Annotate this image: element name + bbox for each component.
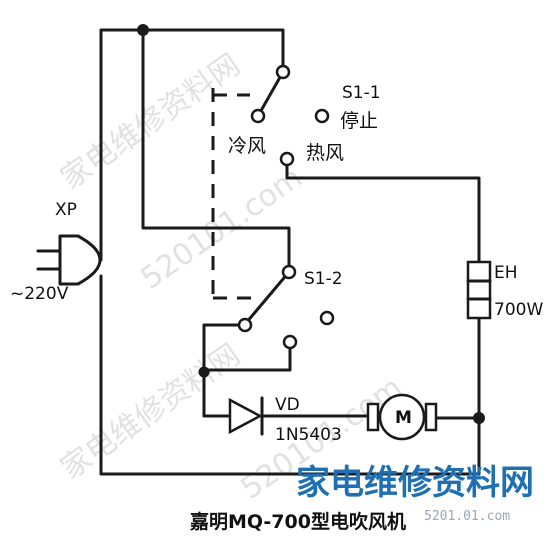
plug-body [58,234,102,286]
wires [99,28,481,476]
watermark-text-3: 家电维修资料网 [55,337,247,486]
diode-label: VD [275,395,300,415]
wire-top [99,28,285,262]
switch-s1-1-blade [256,70,285,118]
heater-body [466,260,492,320]
s1-1-stop-label: 停止 [340,110,378,132]
motor-brush-left [366,402,380,432]
diode-vd: VD 1N5403 [228,395,342,445]
diode-triangle [228,397,263,435]
plug-label: XP [55,200,77,220]
wire-diode [202,370,230,418]
s1-1-label: S1-1 [342,83,381,103]
watermark-text-1: 家电维修资料网 [55,47,247,196]
wire-s2-left [202,323,245,374]
s1-1-hot-label: 热风 [306,142,344,164]
s1-2-mid-terminal [319,310,335,326]
s1-2-lower-terminal [237,317,253,333]
s1-1-stop-terminal [314,108,330,124]
junction-right [473,412,485,424]
wire-hot [285,158,481,264]
watermark-url: 5201.01.com [424,509,510,524]
watermark-logo: 家电维修资料网 5201.01.com [296,463,534,524]
s1-1-common-terminal [275,64,291,80]
junction-top [137,24,149,36]
heater-label: EH [494,263,518,283]
wire-s2-right [202,341,292,372]
heater-power: 700W [494,300,543,320]
plug-xp: XP ~220V [10,200,102,304]
motor: M [366,393,438,441]
wire-bottom [99,274,481,476]
diode-part: 1N5403 [275,425,342,445]
s1-2-right-terminal [282,334,298,350]
motor-symbol: M [395,408,412,428]
s1-1-hot-terminal [279,151,295,167]
s1-2-label: S1-2 [304,269,343,289]
s1-1-cold-label: 冷风 [228,135,266,157]
wire-branch [141,28,291,270]
plug-voltage: ~220V [10,284,69,304]
switch-s1-1: S1-1 停止 冷风 热风 [228,64,381,167]
junction-left [198,366,210,378]
motor-circle [378,393,426,441]
switch-s1-2-blade [244,270,291,325]
s1-1-cold-terminal [250,108,266,124]
s1-2-common-terminal [281,264,297,280]
diagram-caption: 嘉明MQ-700型电吹风机 [189,510,406,533]
watermark-logo-text: 家电维修资料网 [296,463,534,503]
heater-eh: EH 700W [466,260,543,320]
motor-brush-right [424,402,438,432]
switch-s1-2: S1-2 [237,264,343,350]
